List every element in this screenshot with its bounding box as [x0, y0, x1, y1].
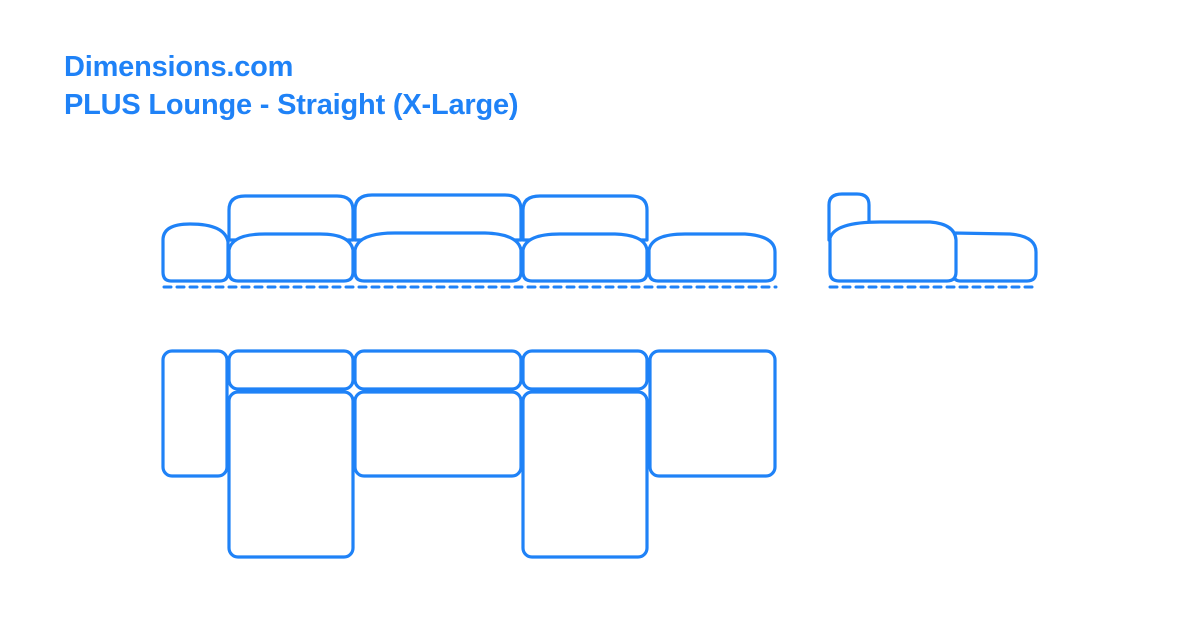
front-elevation	[161, 193, 778, 289]
seat-3	[521, 232, 649, 283]
plan-seat-3	[521, 390, 649, 559]
product-title: PLUS Lounge - Straight (X-Large)	[64, 89, 519, 121]
plan-seat-2	[353, 390, 523, 478]
plan-back-2	[353, 349, 523, 391]
backrest-2	[353, 193, 523, 242]
side-seat	[828, 220, 958, 283]
header: Dimensions.com PLUS Lounge - Straight (X…	[64, 48, 519, 124]
backrest-3	[521, 194, 649, 242]
plan-back-1	[227, 349, 355, 391]
backrest-1	[227, 194, 355, 242]
plan-view	[161, 349, 777, 559]
seat-2	[353, 231, 523, 283]
plan-back-3	[521, 349, 649, 391]
plan-left-arm	[161, 349, 229, 478]
site-name: Dimensions.com	[64, 51, 294, 83]
seat-4	[647, 232, 777, 283]
left-armrest	[161, 222, 230, 283]
plan-seat-1	[227, 390, 355, 559]
plan-right-end	[648, 349, 777, 478]
side-elevation	[827, 192, 1039, 289]
side-chaise	[951, 231, 1038, 283]
seat-1	[227, 232, 355, 283]
